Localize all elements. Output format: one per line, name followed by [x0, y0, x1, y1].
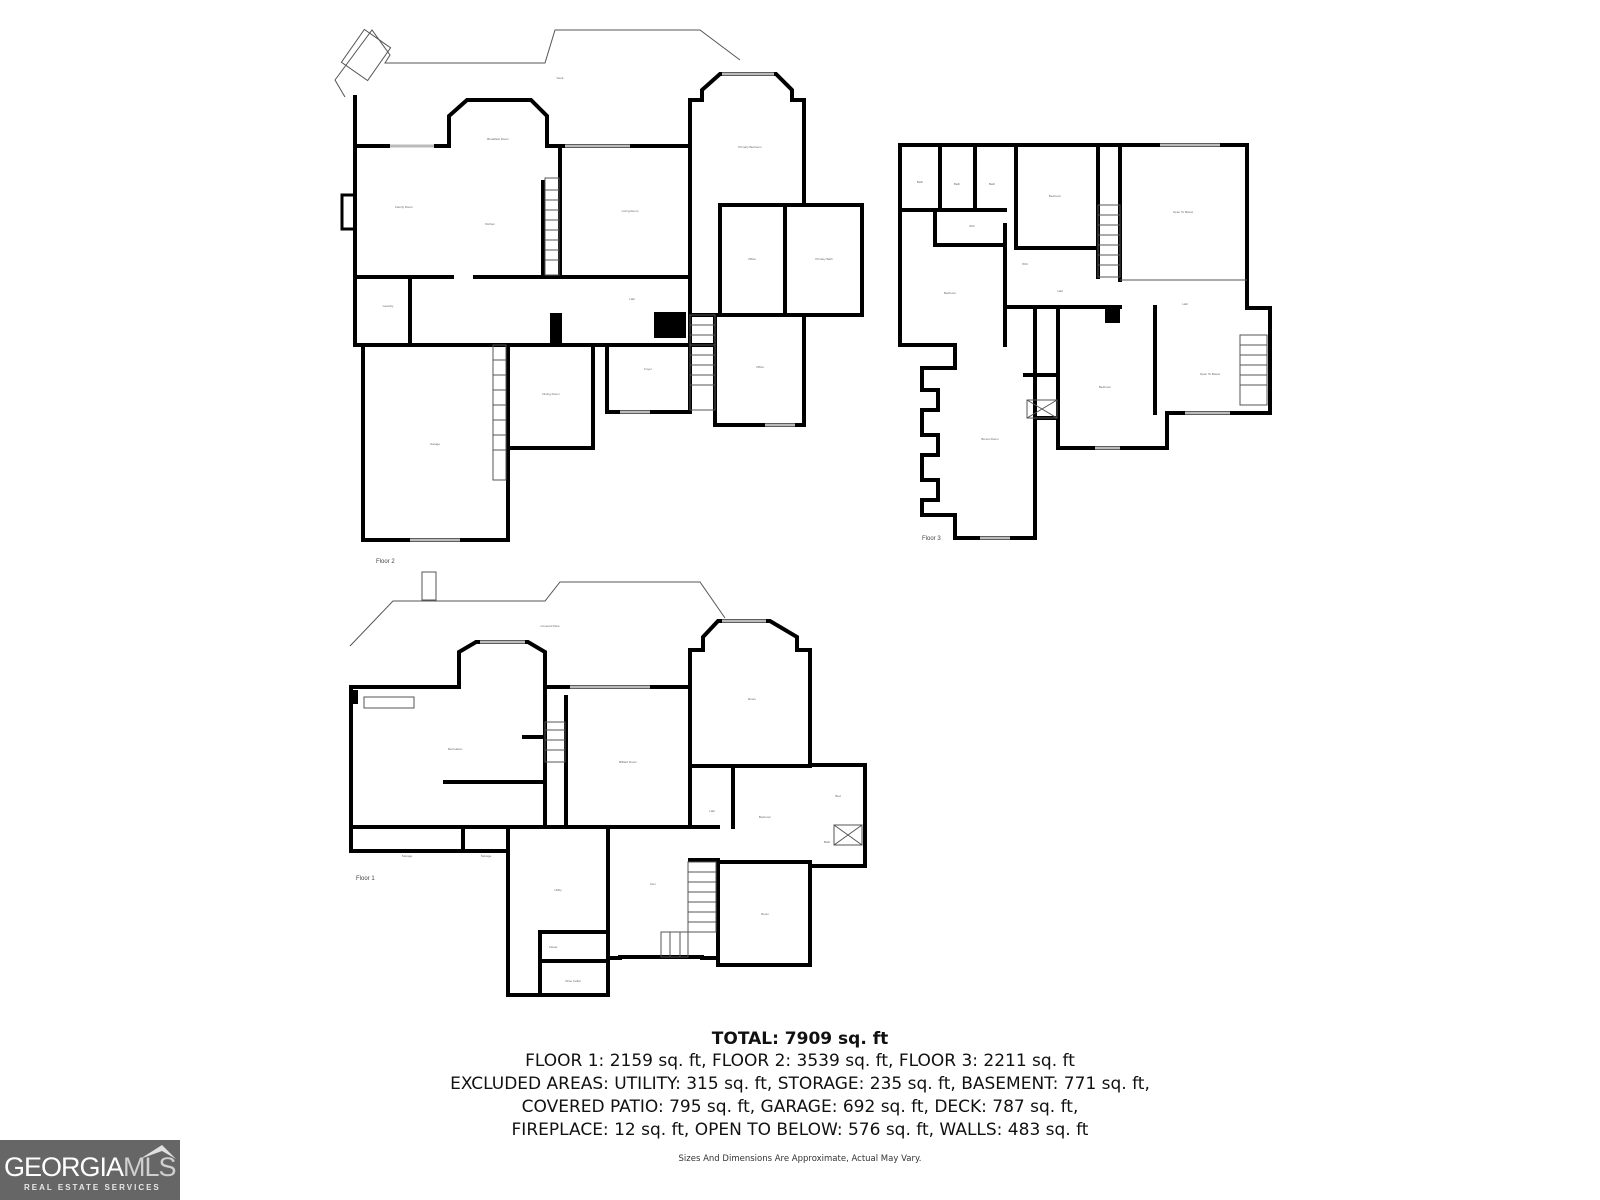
svg-text:Hall: Hall: [629, 297, 635, 301]
svg-text:Utility: Utility: [554, 888, 562, 892]
logo-brand-primary: GEORGIA: [4, 1152, 124, 1182]
georgia-mls-logo: GEORGIAMLS REAL ESTATE SERVICES: [0, 1140, 180, 1200]
svg-text:Hall: Hall: [1057, 289, 1063, 293]
floor-2-plan: Deck Family Room Breakfast Room Kitch: [334, 28, 864, 565]
svg-text:Family Room: Family Room: [395, 205, 413, 209]
logo-tagline: REAL ESTATE SERVICES: [24, 1183, 161, 1192]
svg-text:Breakfast Room: Breakfast Room: [487, 137, 509, 141]
chimney: [654, 312, 686, 338]
svg-text:Living Room: Living Room: [622, 209, 639, 213]
floor-1-label: Floor 1: [356, 876, 375, 882]
svg-text:Bedroom: Bedroom: [1049, 194, 1062, 198]
svg-text:Bedroom: Bedroom: [1099, 385, 1112, 389]
svg-text:Dining Room: Dining Room: [542, 392, 560, 396]
floor-3-label: Floor 3: [922, 536, 941, 542]
svg-text:Den: Den: [650, 882, 656, 886]
logo-brand: GEORGIAMLS: [4, 1152, 177, 1183]
svg-text:Bath: Bath: [824, 840, 831, 844]
patio-stairs: [421, 571, 437, 601]
disclaimer: Sizes And Dimensions Are Approximate, Ac…: [678, 1154, 922, 1164]
svg-text:Bed: Bed: [835, 794, 841, 798]
svg-text:Office: Office: [748, 257, 756, 261]
svg-text:Open To Below: Open To Below: [1173, 210, 1194, 214]
svg-text:Bath: Bath: [917, 180, 924, 184]
svg-text:Covered Patio: Covered Patio: [540, 624, 559, 628]
svg-text:Hall: Hall: [709, 809, 715, 813]
svg-text:Bonus Room: Bonus Room: [981, 437, 999, 441]
floor-areas: FLOOR 1: 2159 sq. ft, FLOOR 2: 3539 sq. …: [525, 1051, 1075, 1071]
excluded-areas-3: FIREPLACE: 12 sq. ft, OPEN TO BELOW: 576…: [511, 1120, 1089, 1140]
svg-text:WIC: WIC: [969, 224, 976, 228]
svg-text:Bath: Bath: [954, 182, 961, 186]
svg-text:Garage: Garage: [430, 442, 440, 446]
floor-1-plan: Covered Patio Recreation Billiard Room R…: [349, 571, 867, 997]
svg-text:Room: Room: [761, 912, 770, 916]
svg-text:Primary Bedroom: Primary Bedroom: [738, 145, 762, 149]
svg-text:Primary Bath: Primary Bath: [815, 257, 833, 261]
svg-text:Hall: Hall: [1182, 302, 1188, 306]
chimney: [550, 313, 562, 343]
fireplace: [340, 193, 357, 231]
svg-text:WIC: WIC: [1022, 262, 1029, 266]
roof-icon: [140, 1145, 176, 1159]
svg-text:Storage: Storage: [402, 854, 413, 858]
svg-text:Closet: Closet: [549, 945, 558, 949]
room-label-deck: Deck: [557, 76, 564, 80]
deck-stairs: [340, 28, 392, 82]
svg-text:Kitchen: Kitchen: [485, 222, 495, 226]
svg-text:Office: Office: [756, 365, 764, 369]
excluded-areas-2: COVERED PATIO: 795 sq. ft, GARAGE: 692 s…: [521, 1097, 1079, 1117]
floor-3-plan: Bath Bath Bath WIC Bedroom Open To Below…: [898, 143, 1272, 542]
svg-text:Foyer: Foyer: [644, 367, 652, 371]
total-area: TOTAL: 7909 sq. ft: [711, 1029, 889, 1049]
excluded-areas-1: EXCLUDED AREAS: UTILITY: 315 sq. ft, STO…: [450, 1074, 1150, 1094]
logo-brand-secondary: MLS: [123, 1152, 177, 1182]
floor-2-label: Floor 2: [376, 559, 395, 565]
floor-plans: Deck Family Room Breakfast Room Kitch: [334, 28, 1272, 997]
svg-text:Open To Below: Open To Below: [1200, 372, 1221, 376]
svg-text:Bedroom: Bedroom: [944, 291, 957, 295]
svg-text:Billiard Room: Billiard Room: [619, 760, 637, 764]
svg-text:Room: Room: [748, 697, 757, 701]
svg-text:Storage: Storage: [481, 854, 492, 858]
svg-text:Bedroom: Bedroom: [759, 815, 772, 819]
svg-text:Wine Cellar: Wine Cellar: [565, 979, 581, 983]
area-summary: TOTAL: 7909 sq. ft FLOOR 1: 2159 sq. ft,…: [0, 1028, 1600, 1164]
svg-text:Bath: Bath: [989, 182, 996, 186]
svg-text:Laundry: Laundry: [383, 304, 394, 308]
svg-text:Recreation: Recreation: [448, 747, 463, 751]
